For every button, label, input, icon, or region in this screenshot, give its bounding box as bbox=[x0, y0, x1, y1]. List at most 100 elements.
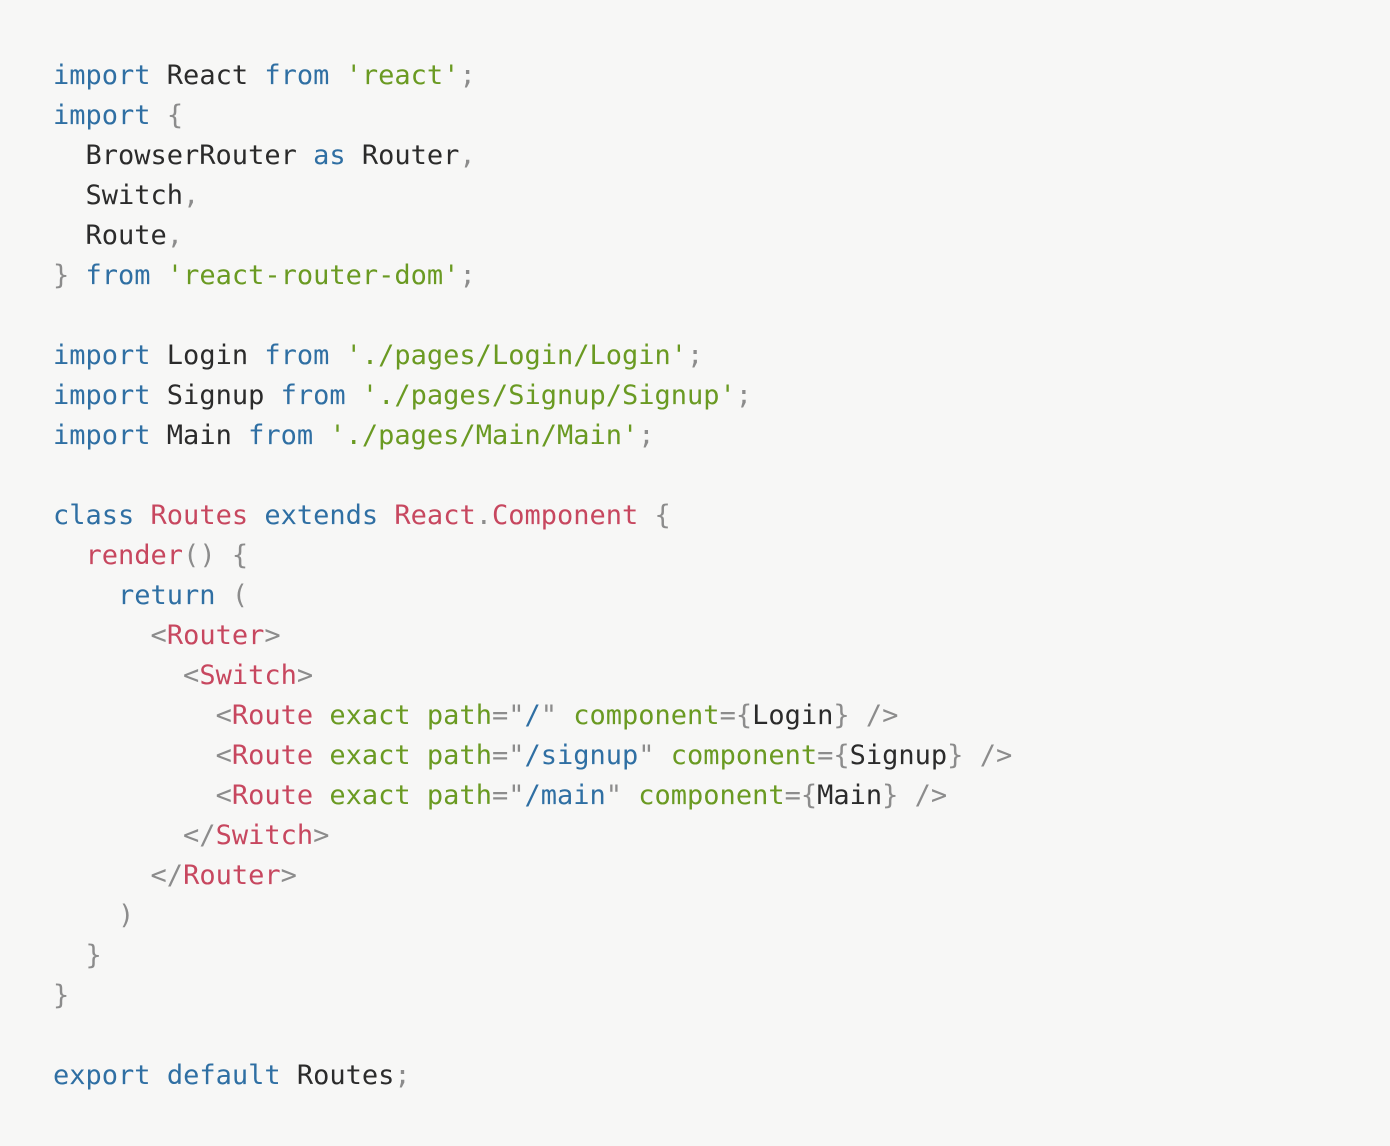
class-name-token: React bbox=[394, 500, 476, 531]
code-line: <Router> bbox=[53, 616, 1390, 656]
identifier-token: Main bbox=[150, 420, 249, 451]
keyword-token: from bbox=[264, 60, 330, 91]
jsx-tag-token: Route bbox=[231, 780, 314, 811]
identifier-token bbox=[151, 260, 167, 291]
identifier-token: Login bbox=[150, 340, 265, 371]
code-line: export default Routes; bbox=[53, 1056, 1390, 1096]
class-name-token: render bbox=[85, 540, 184, 571]
punctuation-token: } bbox=[85, 940, 102, 971]
identifier-token: Signup bbox=[849, 740, 948, 771]
identifier-token bbox=[69, 260, 85, 291]
identifier-token bbox=[313, 420, 329, 451]
punctuation-token: } bbox=[53, 260, 70, 291]
identifier-token bbox=[53, 580, 118, 611]
keyword-token: default bbox=[166, 1060, 281, 1091]
identifier-token: React bbox=[150, 60, 265, 91]
code-line: import React from 'react'; bbox=[53, 56, 1390, 96]
identifier-token bbox=[622, 780, 638, 811]
code-line: import Login from './pages/Login/Login'; bbox=[53, 336, 1390, 376]
code-line: ) bbox=[53, 896, 1390, 936]
jsx-tag-token: Router bbox=[183, 860, 281, 891]
punctuation-token: =" bbox=[491, 780, 525, 811]
identifier-token bbox=[313, 740, 329, 771]
punctuation-token: } bbox=[833, 700, 850, 731]
identifier-token bbox=[53, 860, 151, 891]
string-token: './pages/Signup/Signup' bbox=[361, 380, 736, 411]
jsx-attr-token: component bbox=[670, 740, 818, 771]
punctuation-token: ; bbox=[687, 340, 704, 371]
identifier-token bbox=[53, 940, 86, 971]
punctuation-token: > bbox=[280, 860, 297, 891]
identifier-token bbox=[53, 900, 118, 931]
punctuation-token: , bbox=[183, 180, 200, 211]
keyword-token: extends bbox=[264, 500, 379, 531]
jsx-attr-token: path bbox=[426, 780, 492, 811]
punctuation-token: { bbox=[654, 500, 671, 531]
jsx-attr-token: path bbox=[426, 700, 492, 731]
identifier-token bbox=[53, 780, 216, 811]
identifier-token: Switch bbox=[53, 180, 184, 211]
identifier-token bbox=[53, 700, 216, 731]
punctuation-token: < bbox=[215, 700, 232, 731]
identifier-token bbox=[53, 620, 151, 651]
punctuation-token: { bbox=[166, 100, 184, 131]
identifier-token bbox=[151, 1060, 167, 1091]
identifier-token bbox=[898, 780, 914, 811]
punctuation-token: /> bbox=[914, 780, 948, 811]
punctuation-token: ={ bbox=[817, 740, 850, 771]
identifier-token: Router bbox=[345, 140, 460, 171]
jsx-attr-token: exact bbox=[329, 740, 411, 771]
punctuation-token: " bbox=[638, 740, 655, 771]
identifier-token bbox=[151, 100, 167, 131]
identifier-token bbox=[557, 700, 573, 731]
jsx-tag-token: Router bbox=[166, 620, 265, 651]
identifier-token bbox=[638, 500, 654, 531]
identifier-token: Login bbox=[752, 700, 834, 731]
punctuation-token: =" bbox=[491, 700, 525, 731]
jsx-tag-token: Switch bbox=[199, 660, 297, 691]
identifier-token: Route bbox=[53, 220, 167, 251]
code-line: Switch, bbox=[53, 176, 1390, 216]
jsx-attr-token: component bbox=[638, 780, 785, 811]
code-line: import Main from './pages/Main/Main'; bbox=[53, 416, 1390, 456]
punctuation-token: ) bbox=[118, 900, 135, 931]
identifier-token bbox=[248, 500, 264, 531]
identifier-token bbox=[53, 660, 183, 691]
keyword-token: import bbox=[53, 60, 151, 91]
identifier-token bbox=[53, 740, 216, 771]
jsx-value-token: / bbox=[524, 700, 541, 731]
identifier-token bbox=[216, 580, 232, 611]
punctuation-token: < bbox=[150, 620, 167, 651]
keyword-token: import bbox=[53, 100, 151, 131]
punctuation-token: > bbox=[296, 660, 314, 691]
jsx-tag-token: Route bbox=[231, 740, 314, 771]
identifier-token bbox=[346, 380, 362, 411]
identifier-token bbox=[411, 740, 427, 771]
identifier-token bbox=[850, 700, 866, 731]
string-token: 'react-router-dom' bbox=[166, 260, 460, 291]
class-name-token: Component bbox=[491, 500, 639, 531]
punctuation-token: ; bbox=[459, 260, 476, 291]
identifier-token: BrowserRouter bbox=[53, 140, 314, 171]
code-line: } bbox=[53, 936, 1390, 976]
keyword-token: from bbox=[280, 380, 346, 411]
code-line bbox=[53, 296, 1390, 336]
punctuation-token: ={ bbox=[719, 700, 753, 731]
code-line: render() { bbox=[53, 536, 1390, 576]
identifier-token bbox=[53, 820, 183, 851]
code-line: <Route exact path="/main" component={Mai… bbox=[53, 776, 1390, 816]
identifier-token: Routes bbox=[280, 1060, 395, 1091]
punctuation-token: . bbox=[475, 500, 492, 531]
identifier-token bbox=[378, 500, 394, 531]
identifier-token bbox=[329, 60, 345, 91]
punctuation-token: ={ bbox=[784, 780, 818, 811]
punctuation-token: ; bbox=[735, 380, 753, 411]
code-line: } from 'react-router-dom'; bbox=[53, 256, 1390, 296]
keyword-token: class bbox=[53, 500, 135, 531]
punctuation-token: } bbox=[947, 740, 964, 771]
punctuation-token: < bbox=[215, 780, 232, 811]
identifier-token bbox=[963, 740, 979, 771]
string-token: './pages/Main/Main' bbox=[329, 420, 639, 451]
jsx-attr-token: component bbox=[573, 700, 720, 731]
